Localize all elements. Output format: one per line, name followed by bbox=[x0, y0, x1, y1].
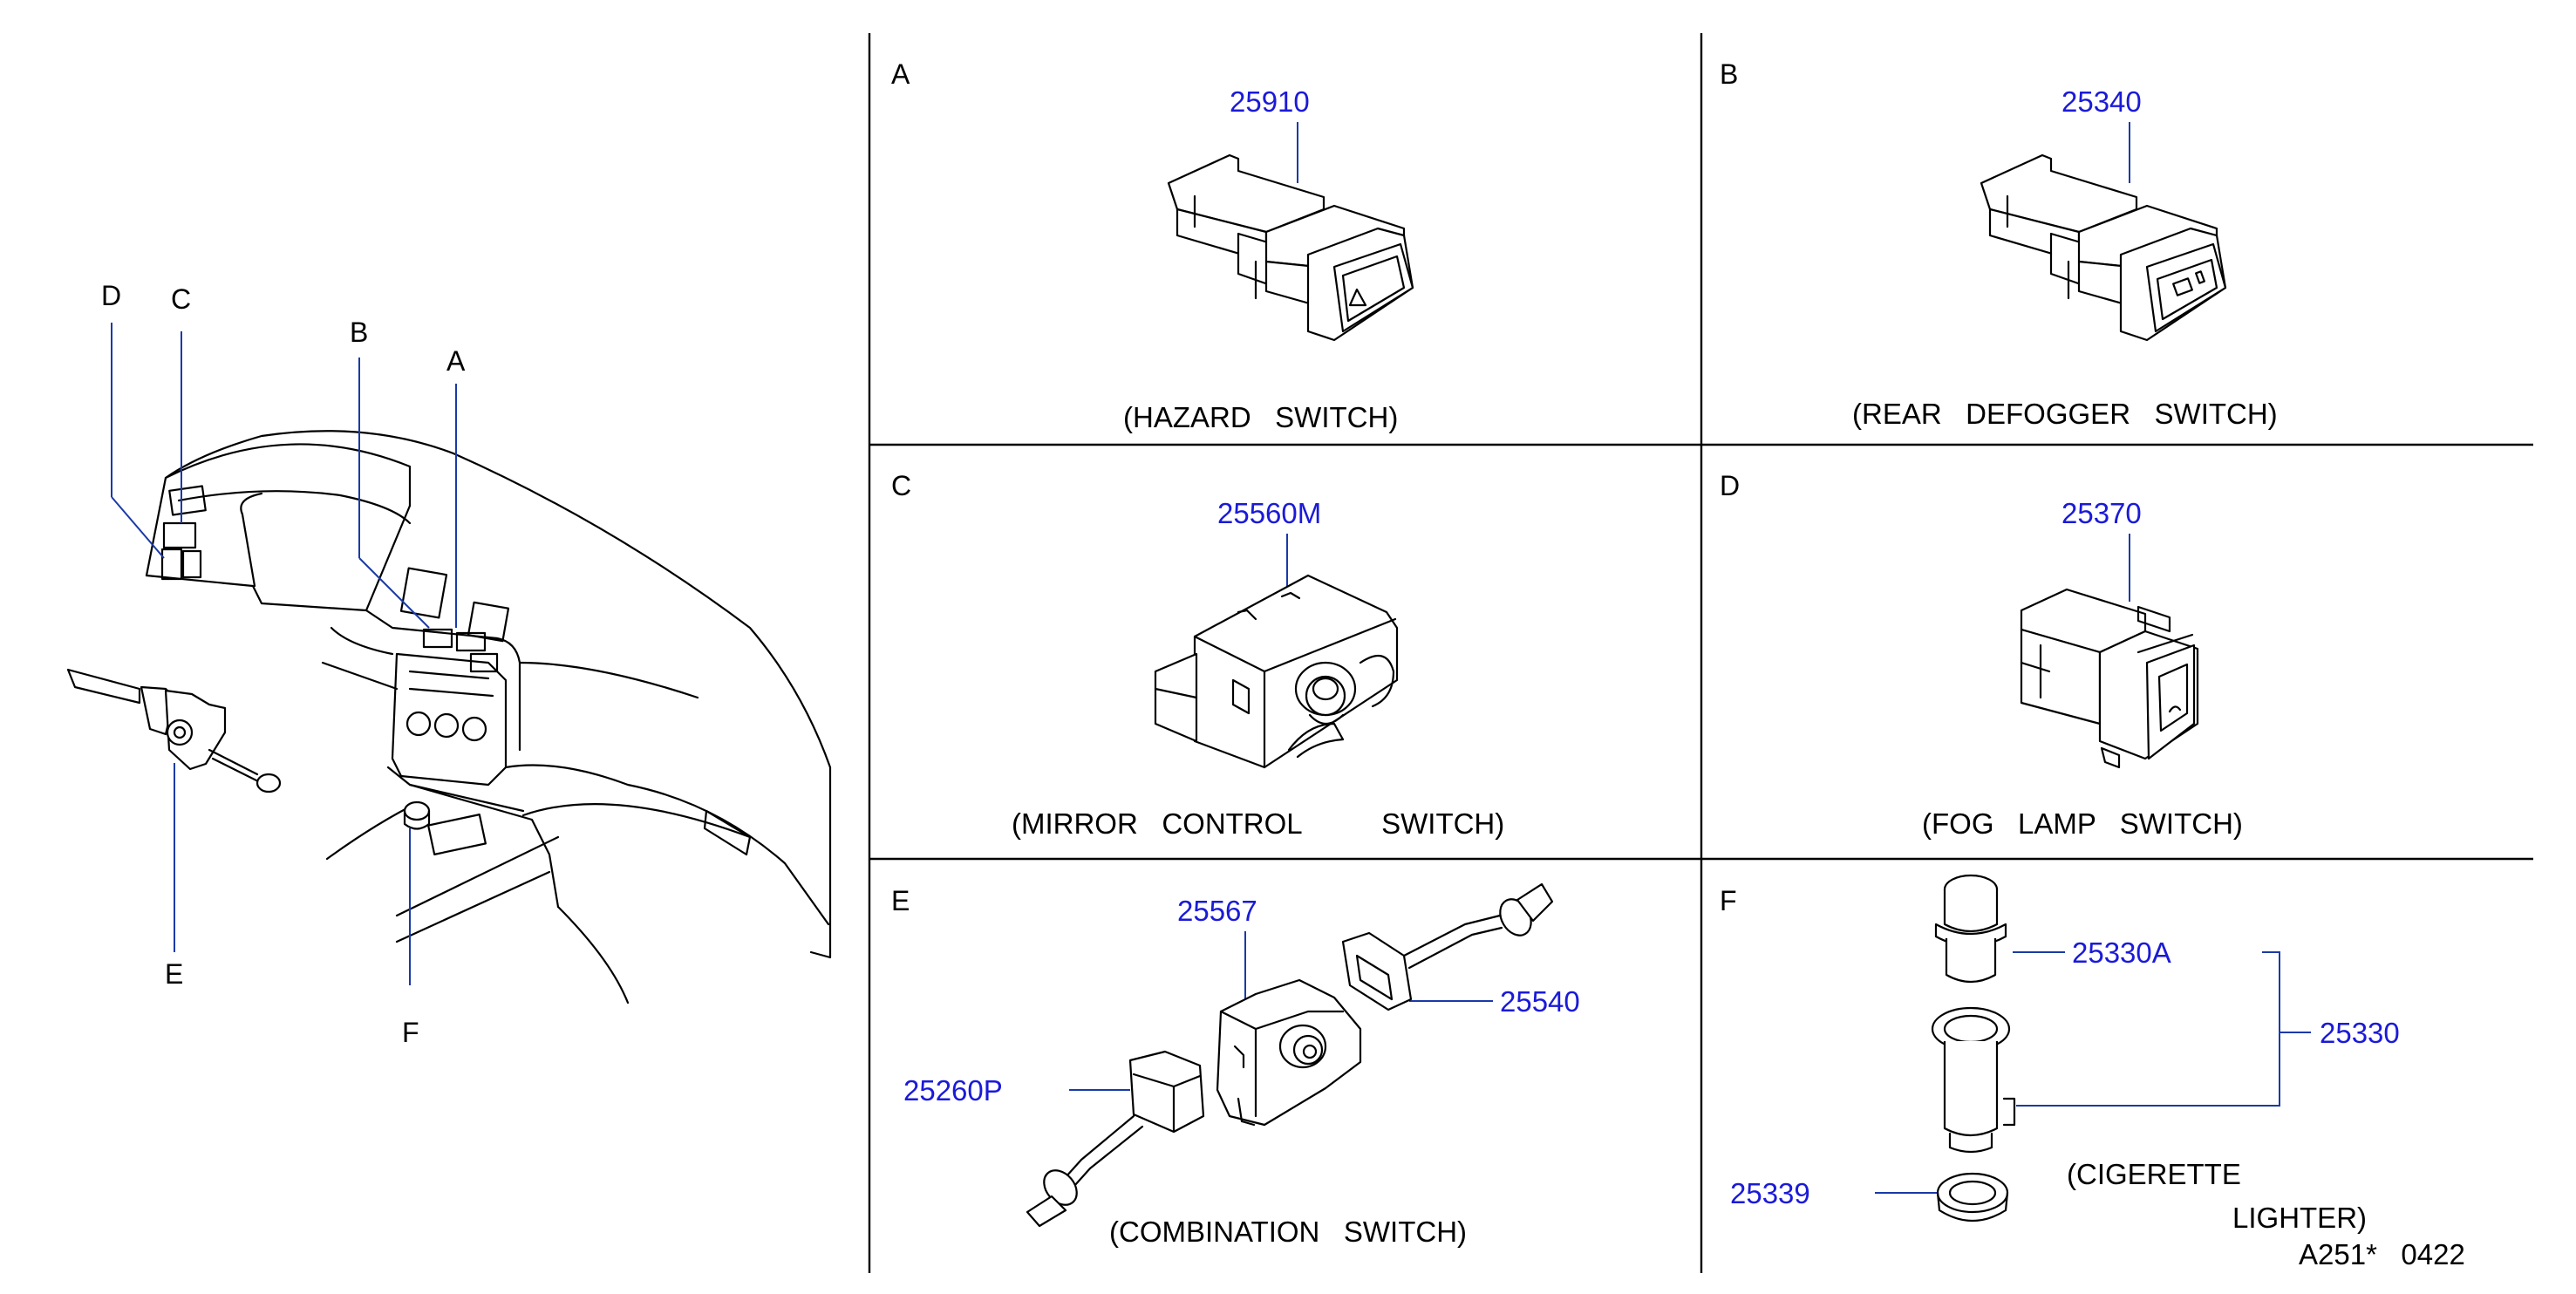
callout-b: B bbox=[350, 317, 368, 348]
part-number-25339: 25339 bbox=[1730, 1177, 1810, 1209]
panel-letter-a: A bbox=[891, 58, 910, 90]
callout-a: A bbox=[446, 345, 466, 377]
panel-d: D 25370 (FOG LAMP SWITCH) bbox=[1720, 470, 2243, 840]
combination-switch-drawing bbox=[1026, 882, 1554, 1228]
part-number-25340: 25340 bbox=[2061, 85, 2142, 118]
panel-b: B 25340 (REAR DEFOGGER SWITCH) bbox=[1720, 58, 2278, 430]
part-number-25330: 25330 bbox=[2320, 1017, 2400, 1049]
panel-letter-d: D bbox=[1720, 470, 1740, 501]
panel-letter-c: C bbox=[891, 470, 911, 501]
panel-a: A 25910 (HAZARD SWITCH) bbox=[891, 58, 1414, 433]
mirror-control-switch-drawing bbox=[1154, 574, 1399, 769]
caption-f-line2: LIGHTER) bbox=[2232, 1202, 2367, 1234]
caption-a: (HAZARD SWITCH) bbox=[1123, 401, 1398, 433]
caption-d: (FOG LAMP SWITCH) bbox=[1922, 807, 2243, 840]
part-number-25540: 25540 bbox=[1500, 985, 1580, 1018]
callout-f: F bbox=[402, 1017, 419, 1048]
diagram-code: A251* 0422 bbox=[2299, 1238, 2465, 1270]
part-number-25910: 25910 bbox=[1230, 85, 1310, 118]
panel-letter-b: B bbox=[1720, 58, 1738, 90]
callout-c: C bbox=[171, 283, 191, 315]
part-number-25370: 25370 bbox=[2061, 497, 2142, 529]
dashboard-overview bbox=[66, 430, 832, 1005]
rear-defogger-switch-drawing bbox=[1980, 153, 2227, 342]
panel-letter-e: E bbox=[891, 885, 910, 916]
caption-f-line1: (CIGERETTE bbox=[2067, 1158, 2241, 1190]
part-number-25260p: 25260P bbox=[903, 1074, 1003, 1107]
fog-lamp-switch-drawing bbox=[2020, 588, 2199, 769]
callout-d: D bbox=[101, 280, 121, 311]
combination-switch-overview bbox=[66, 668, 282, 793]
hazard-switch-drawing bbox=[1167, 153, 1414, 342]
part-number-25560m: 25560M bbox=[1217, 497, 1321, 529]
panel-letter-f: F bbox=[1720, 885, 1737, 916]
part-number-25567: 25567 bbox=[1177, 895, 1257, 927]
caption-b: (REAR DEFOGGER SWITCH) bbox=[1852, 398, 2278, 430]
panel-grid bbox=[868, 33, 2533, 1273]
overview-callouts: D C B A E F bbox=[101, 280, 466, 1048]
panel-c: C 25560M (MIRROR CONTROL SWITCH) bbox=[891, 470, 1504, 840]
caption-e: (COMBINATION SWITCH) bbox=[1109, 1216, 1467, 1248]
part-number-25330a: 25330A bbox=[2072, 936, 2171, 969]
panel-e: E 25567 25540 25260P bbox=[891, 882, 1580, 1248]
panel-f: F 25330A 25330 25339 (CIGERETTE LIGHTER) bbox=[1720, 874, 2400, 1234]
cigarette-lighter-drawing bbox=[1931, 874, 2016, 1222]
caption-c: (MIRROR CONTROL SWITCH) bbox=[1012, 807, 1504, 840]
callout-e: E bbox=[165, 958, 183, 990]
